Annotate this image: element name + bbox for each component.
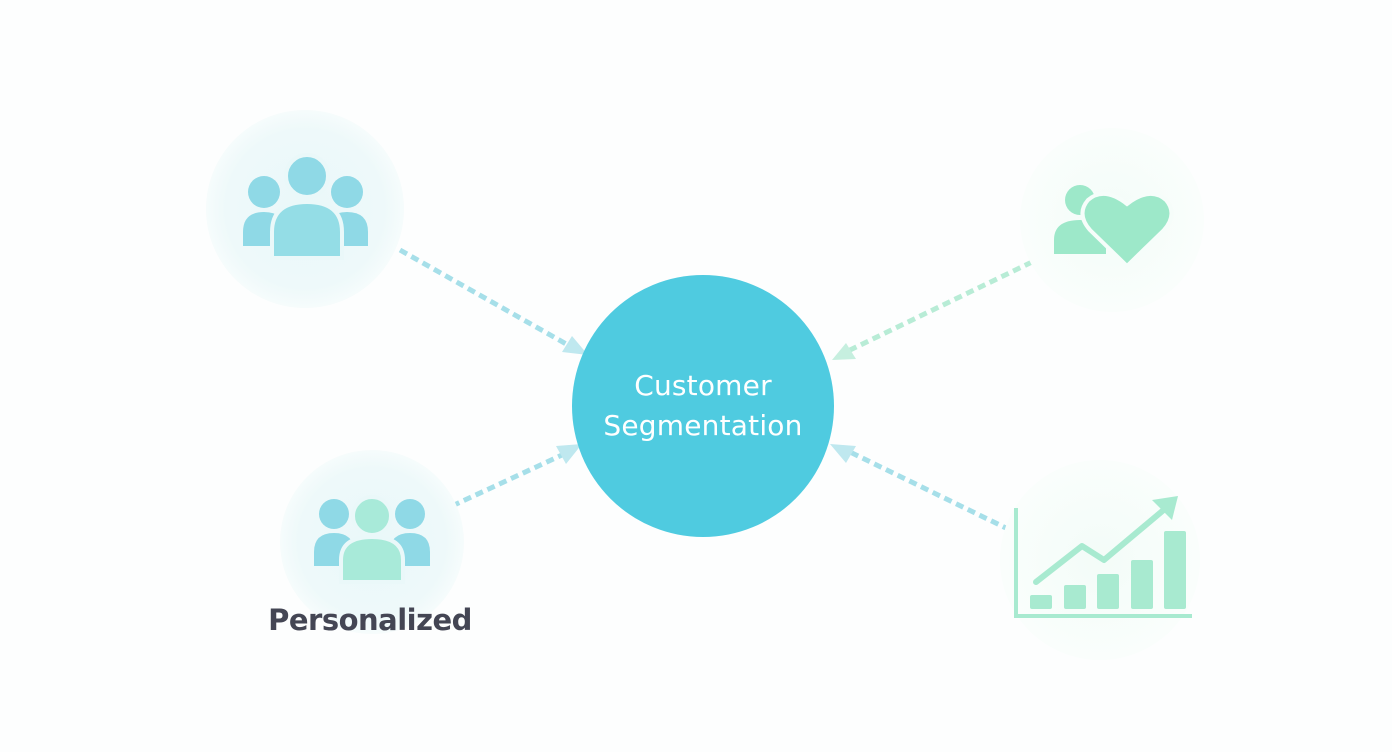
arrow-head-icon bbox=[556, 444, 582, 464]
center-node bbox=[572, 275, 834, 537]
node-bottom-left-label: Personalized bbox=[268, 603, 472, 637]
arrow-head-icon bbox=[830, 444, 856, 463]
group-users-icon bbox=[243, 153, 368, 260]
connector-bottom-right bbox=[830, 444, 1012, 533]
growth-chart-icon bbox=[1014, 496, 1192, 618]
connector-top-left bbox=[398, 247, 588, 355]
user-heart-icon bbox=[1054, 185, 1174, 269]
connector-top-right bbox=[832, 259, 1034, 360]
group-users-icon bbox=[314, 495, 430, 584]
connector-bottom-left bbox=[450, 444, 582, 509]
arrow-head-icon bbox=[832, 343, 856, 360]
arrow-head-icon bbox=[562, 336, 588, 355]
